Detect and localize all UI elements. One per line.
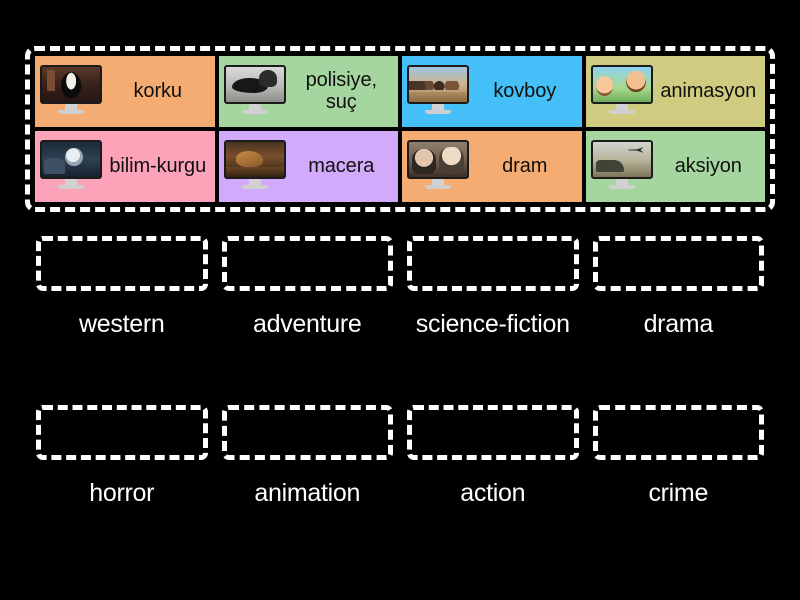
dropzone-label-western: western: [79, 310, 165, 338]
dropzone-cell-drama: drama: [592, 236, 764, 338]
dropzone-cell-western: western: [36, 236, 208, 337]
monitor-thumbnail-crime-icon: [223, 64, 287, 119]
dropzone-cell-animation: animation: [221, 405, 393, 507]
monitor-thumbnail-adventure-icon: [223, 139, 287, 194]
monitor-thumbnail-scifi-icon: [39, 139, 103, 194]
draggable-tile-animasyon[interactable]: animasyon: [585, 56, 765, 127]
dropzone-animation[interactable]: [221, 405, 393, 460]
dropzone-label-science-fiction: science-fiction: [415, 310, 570, 338]
dropzone-crime[interactable]: [592, 405, 764, 460]
draggable-tile-aksiyon[interactable]: aksiyon: [585, 131, 765, 202]
monitor-thumbnail-western-icon: [406, 64, 470, 119]
tile-label: animasyon: [660, 79, 757, 102]
draggable-tile-polisiye-suc[interactable]: polisiye, suç: [218, 56, 398, 127]
dropzone-drama[interactable]: [592, 236, 764, 291]
tile-label: bilim-kurgu: [109, 154, 207, 177]
dropzone-cell-action: action: [407, 405, 579, 506]
tile-label: dram: [502, 154, 548, 177]
draggable-tile-kovboy[interactable]: kovboy: [402, 56, 582, 127]
draggable-tile-dram[interactable]: dram: [402, 131, 582, 202]
dropzone-label-crime: crime: [648, 479, 709, 507]
dropzone-label-drama: drama: [643, 310, 714, 338]
dropzone-science-fiction[interactable]: [407, 236, 579, 291]
monitor-thumbnail-drama-icon: [406, 139, 470, 194]
dropzone-action[interactable]: [407, 405, 579, 460]
draggable-tile-korku[interactable]: korku: [35, 56, 215, 127]
dropzone-cell-adventure: adventure: [221, 236, 393, 338]
dropzone-label-action: action: [460, 479, 526, 507]
dropzone-label-adventure: adventure: [253, 310, 362, 338]
answer-bank-container: korku polisiye, suç kovboy animasyon bil…: [25, 46, 775, 212]
dropzone-row-1: western adventure science-fiction drama: [36, 236, 764, 337]
draggable-tile-macera[interactable]: macera: [218, 131, 398, 202]
tile-label: polisiye, suç: [305, 68, 377, 113]
dropzone-row-2: horror animation action crime: [36, 405, 764, 506]
monitor-thumbnail-horror-icon: [39, 64, 103, 119]
monitor-thumbnail-animation-icon: [590, 64, 654, 119]
dropzone-cell-science-fiction: science-fiction: [407, 236, 579, 337]
dropzone-label-horror: horror: [89, 479, 155, 507]
dropzone-label-animation: animation: [254, 479, 361, 507]
dropzone-adventure[interactable]: [221, 236, 393, 291]
monitor-thumbnail-action-icon: [590, 139, 654, 194]
dropzone-cell-crime: crime: [592, 405, 764, 507]
dropzone-cell-horror: horror: [36, 405, 208, 506]
tile-label: macera: [308, 154, 375, 177]
tile-label: aksiyon: [674, 154, 742, 177]
dropzone-horror[interactable]: [36, 405, 208, 460]
draggable-tile-bilim-kurgu[interactable]: bilim-kurgu: [35, 131, 215, 202]
tile-label: korku: [133, 79, 183, 102]
tile-label: kovboy: [493, 79, 557, 102]
dropzone-western[interactable]: [36, 236, 208, 291]
